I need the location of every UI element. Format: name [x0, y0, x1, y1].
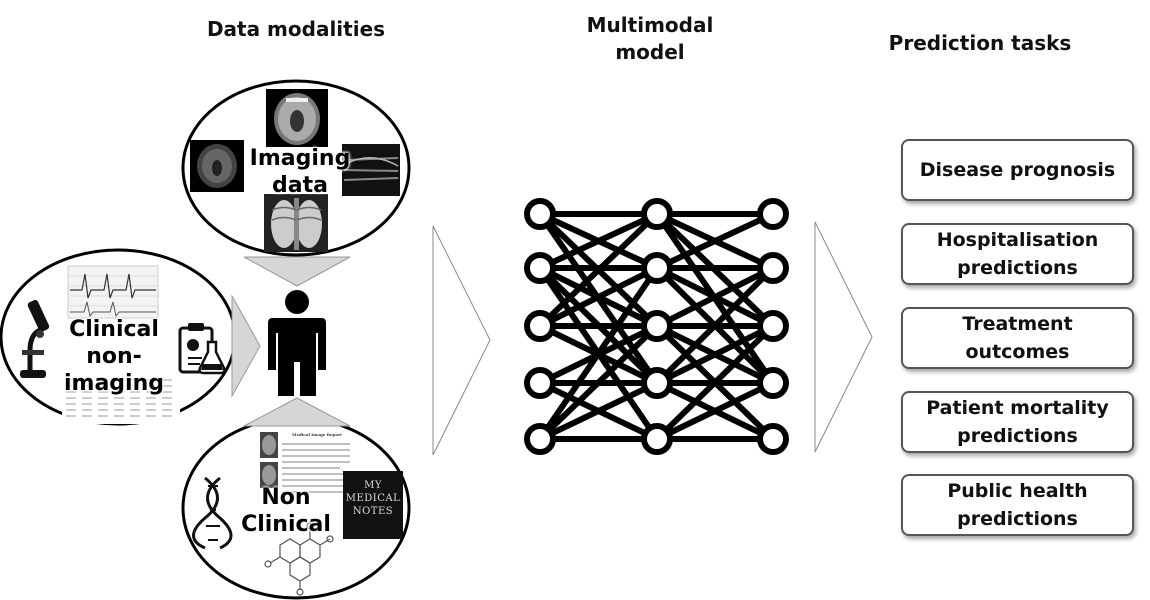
task-patient-mortality-predictions: Patient mortality predictions — [901, 391, 1134, 453]
lab-table-image — [62, 376, 180, 424]
label-imaging-line1: Imaging — [249, 146, 351, 171]
task-label-line2: predictions — [957, 508, 1078, 530]
microscope-icon — [20, 299, 50, 378]
task-label-line2: predictions — [957, 425, 1078, 447]
label-clinical-line1: Clinical — [69, 317, 159, 342]
heading-data-modalities: Data modalities — [206, 17, 386, 41]
label-imaging-data: Imaging data — [240, 145, 360, 199]
network-node — [757, 310, 789, 342]
network-node — [641, 310, 673, 342]
ecg-icon — [67, 265, 159, 319]
task-label: Treatment outcomes — [962, 313, 1073, 363]
arrow-to-tasks — [814, 221, 873, 453]
heading-multimodal-model: Multimodal model — [570, 12, 730, 66]
medical-notes-cover: MY MEDICAL NOTES — [343, 471, 403, 539]
notes-line3: NOTES — [352, 506, 394, 517]
notes-line2: MEDICAL — [345, 493, 401, 504]
network-node — [757, 367, 789, 399]
label-clinical-line3: imaging — [63, 371, 164, 396]
network-edge — [654, 212, 776, 385]
report-title: Medical Image Report — [292, 432, 342, 437]
task-label: Patient mortality — [926, 397, 1109, 419]
label-non-clinical-line1: Non — [261, 485, 311, 510]
mri-icon — [190, 140, 244, 192]
network-node — [757, 198, 789, 230]
task-treatment-outcomes: Treatment outcomes — [901, 307, 1134, 369]
network-node — [641, 252, 673, 284]
network-edge — [655, 380, 775, 442]
network-edge — [538, 211, 659, 271]
network-node — [641, 198, 673, 230]
clipboard-flask-icon — [178, 323, 226, 375]
network-edge — [538, 380, 659, 442]
heading-prediction-tasks: Prediction tasks — [888, 31, 1072, 55]
arrow-to-model — [432, 225, 491, 456]
network-node — [524, 310, 556, 342]
network-node — [524, 423, 556, 455]
arrow-from-clinical — [231, 294, 261, 398]
ultrasound-icon — [342, 144, 400, 196]
report-thumbnails — [260, 432, 350, 493]
molecule-icon — [264, 522, 334, 596]
network-edge — [537, 323, 660, 442]
heading-model-line1: Multimodal — [586, 13, 714, 37]
task-label: Public health — [947, 480, 1088, 502]
heading-model-line2: model — [615, 40, 685, 64]
network-edge — [655, 323, 775, 386]
task-label: Hospitalisation — [936, 229, 1099, 251]
neural-network-icon — [524, 198, 789, 455]
network-edge — [655, 211, 775, 271]
task-label-line2: predictions — [957, 257, 1078, 279]
network-edge — [654, 323, 776, 442]
task-disease-prognosis: Disease prognosis — [901, 139, 1134, 201]
network-node — [524, 198, 556, 230]
notes-line1: MY — [364, 480, 382, 491]
network-node — [524, 367, 556, 399]
task-hospitalisation-predictions: Hospitalisation predictions — [901, 223, 1134, 285]
dna-icon — [192, 476, 233, 550]
network-edge — [654, 265, 776, 386]
person-icon — [268, 290, 326, 396]
network-node — [641, 423, 673, 455]
label-imaging-line2: data — [272, 173, 328, 198]
network-edge — [537, 266, 660, 441]
network-edge — [537, 211, 660, 329]
task-label: Disease prognosis — [919, 159, 1116, 181]
brain-scan-icon — [266, 89, 328, 147]
label-clinical-line2: non- — [86, 344, 142, 369]
network-node — [641, 367, 673, 399]
label-clinical-non-imaging: Clinical non- imaging — [58, 316, 170, 397]
network-node — [524, 252, 556, 284]
network-node — [757, 423, 789, 455]
task-public-health-predictions: Public health predictions — [901, 474, 1134, 536]
imaging-ellipse — [181, 79, 411, 257]
network-edge — [537, 212, 660, 385]
arrow-from-imaging — [243, 256, 351, 287]
network-node — [757, 252, 789, 284]
arrow-from-non-clinical — [243, 397, 351, 427]
label-non-clinical-line2: Clinical — [241, 512, 331, 537]
medical-report-image: Medical Image Report — [282, 432, 352, 437]
chest-xray-icon — [264, 194, 328, 252]
label-non-clinical: Non Clinical — [226, 484, 346, 538]
